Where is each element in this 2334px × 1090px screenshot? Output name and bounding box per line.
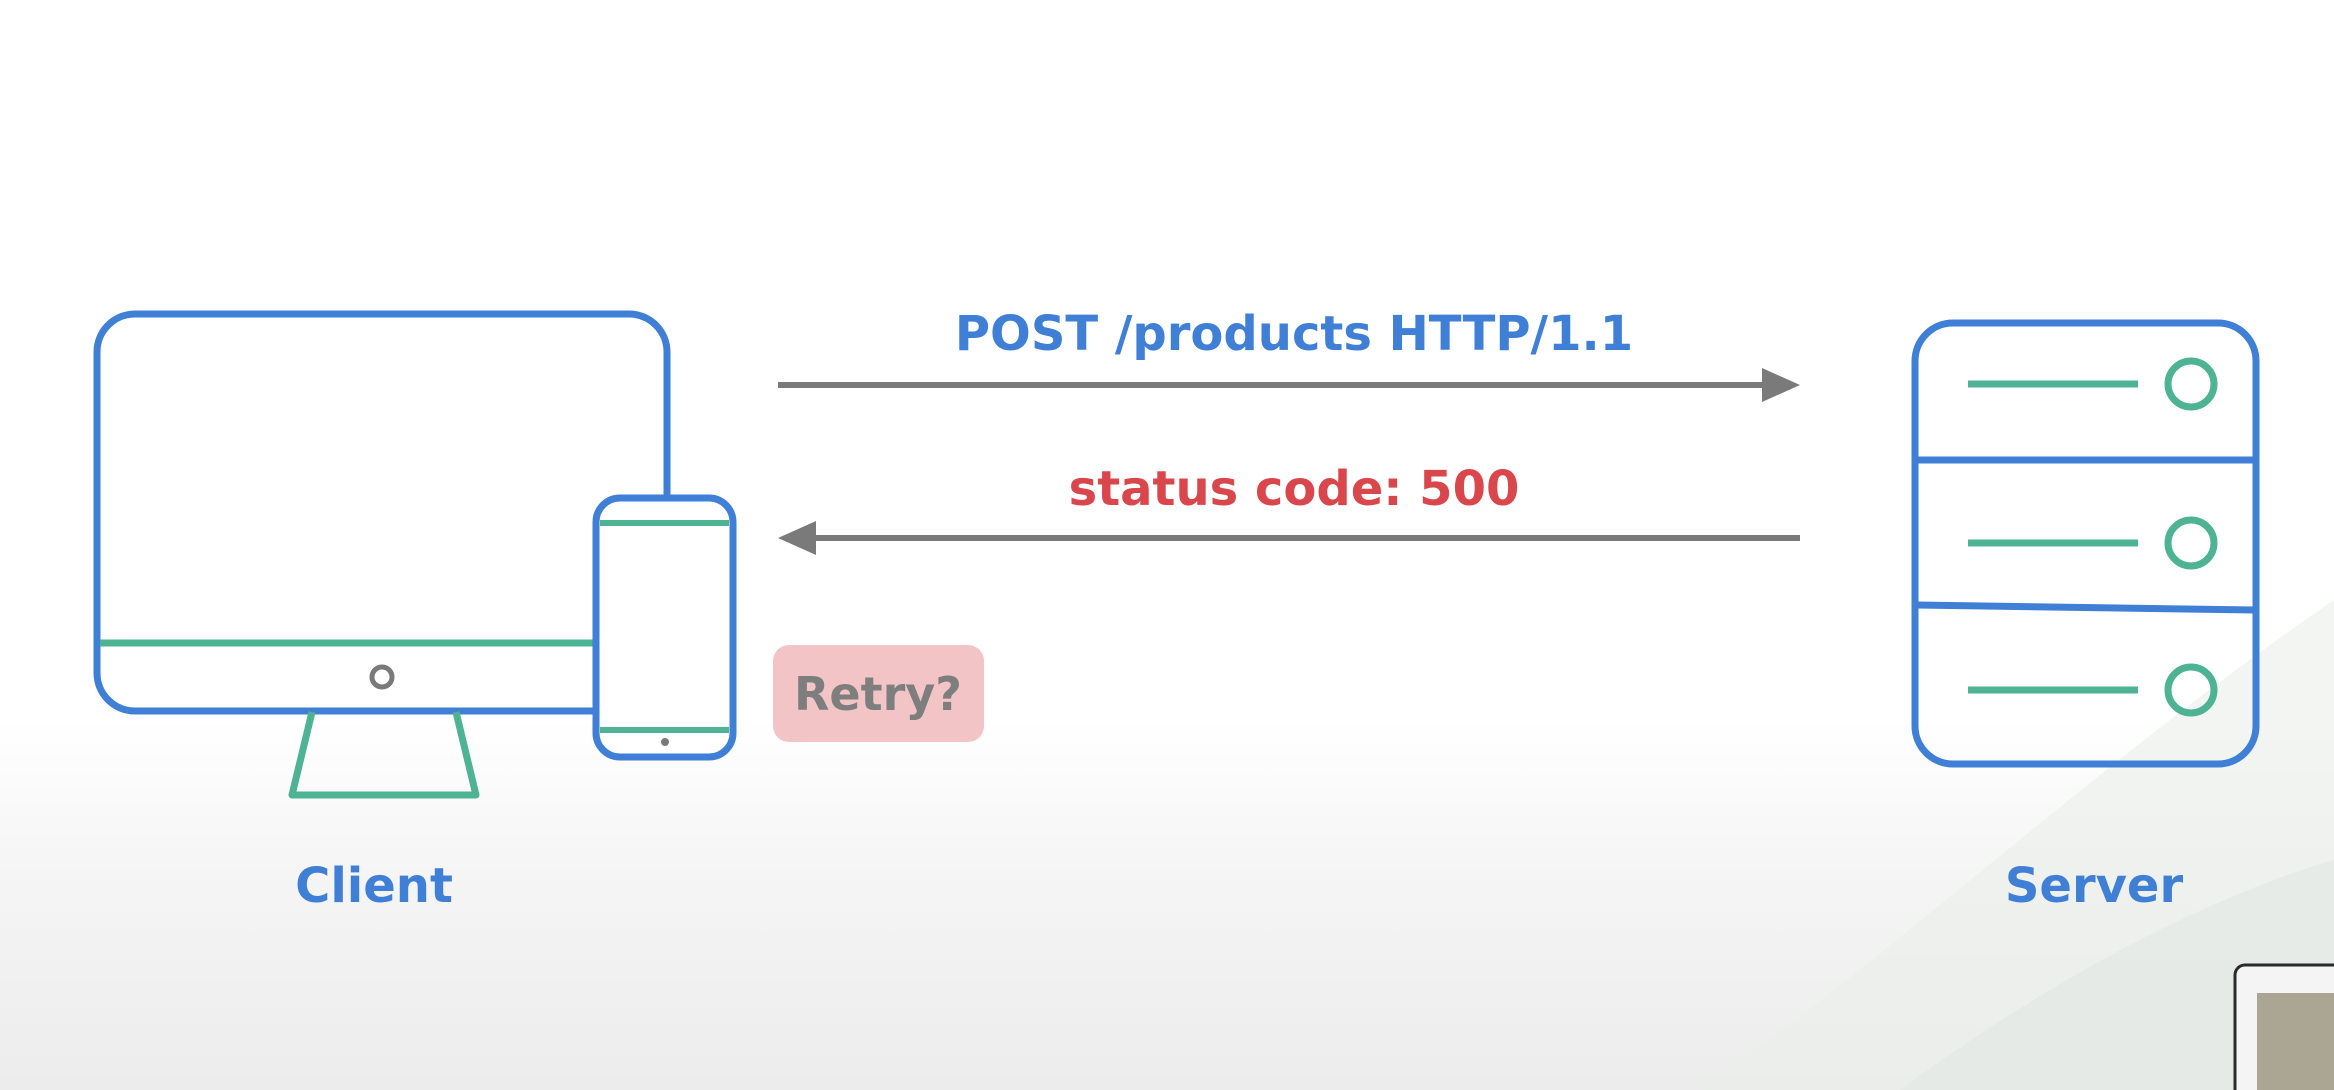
retry-badge: Retry?	[773, 645, 984, 742]
background-decoration	[1700, 600, 2334, 1090]
request-arrow	[778, 368, 1800, 402]
server-unit-3	[1968, 663, 2218, 717]
corner-thumbnail	[2233, 963, 2334, 1090]
response-status-label: status code: 500	[1069, 461, 1520, 517]
desktop-monitor-icon	[93, 310, 671, 799]
server-rack-icon	[1911, 319, 2260, 768]
client-label: Client	[295, 858, 453, 914]
client-illustration	[93, 310, 737, 799]
response-arrow	[778, 521, 1800, 555]
request-label: POST /products HTTP/1.1	[955, 306, 1633, 362]
server-unit-2	[1968, 516, 2218, 570]
retry-label: Retry?	[794, 667, 962, 721]
server-label: Server	[2005, 858, 2184, 914]
server-unit-1	[1968, 357, 2218, 411]
mobile-phone-icon	[592, 494, 737, 761]
